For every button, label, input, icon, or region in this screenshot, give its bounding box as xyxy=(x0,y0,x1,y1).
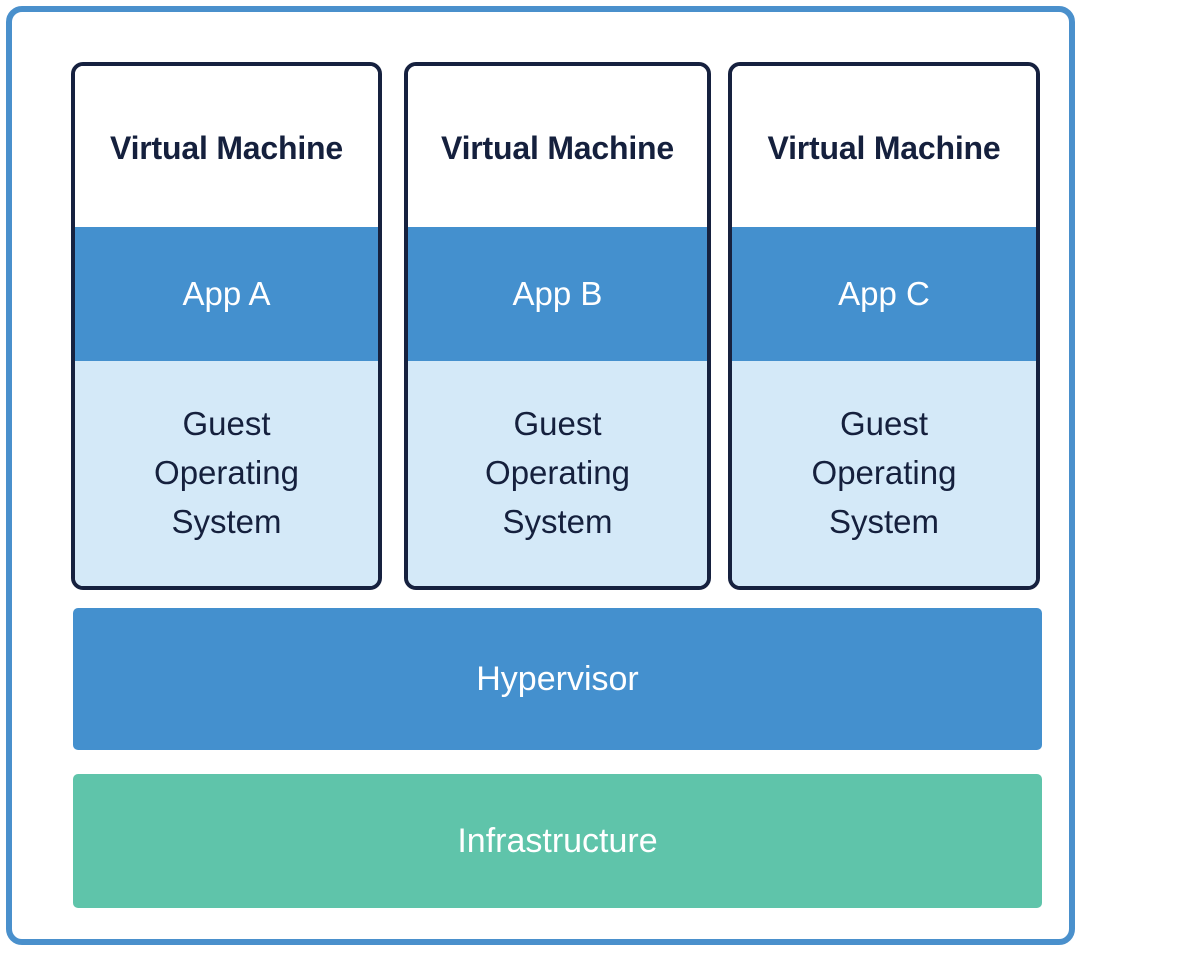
virtual-machine-row: Virtual Machine App A Guest Operating Sy… xyxy=(71,62,1040,590)
infrastructure-layer[interactable]: Infrastructure xyxy=(73,774,1042,908)
vm-2-guest-os-line-3: System xyxy=(502,502,613,540)
vm-2-title: Virtual Machine xyxy=(408,66,707,227)
vm-3-app-layer: App C xyxy=(732,227,1036,361)
vm-1-guest-os-line-3: System xyxy=(171,502,282,540)
vm-1-guest-os-line-1: Guest xyxy=(182,405,271,443)
vm-2-guest-os-line-2: Operating xyxy=(485,454,630,492)
vm-1-app-layer: App A xyxy=(75,227,378,361)
vm-1-guest-os-layer: Guest Operating System xyxy=(75,361,378,586)
virtual-machine-box-2[interactable]: Virtual Machine App B Guest Operating Sy… xyxy=(404,62,711,590)
vm-1-title: Virtual Machine xyxy=(75,66,378,227)
vm-3-guest-os-line-2: Operating xyxy=(811,454,957,492)
diagram-outer-frame: Virtual Machine App A Guest Operating Sy… xyxy=(6,6,1075,945)
vm-2-app-layer: App B xyxy=(408,227,707,361)
vm-2-guest-os-line-1: Guest xyxy=(513,405,602,443)
hypervisor-label: Hypervisor xyxy=(476,659,639,698)
vm-3-guest-os-layer: Guest Operating System xyxy=(732,361,1036,586)
vm-3-guest-os-line-1: Guest xyxy=(839,405,929,443)
vm-2-guest-os-layer: Guest Operating System xyxy=(408,361,707,586)
vm-3-guest-os-line-3: System xyxy=(828,502,940,540)
infrastructure-label: Infrastructure xyxy=(457,821,658,860)
vm-3-title: Virtual Machine xyxy=(732,66,1036,227)
vm-1-guest-os-line-2: Operating xyxy=(154,454,299,492)
virtual-machine-box-3[interactable]: Virtual Machine App C Guest Operating Sy… xyxy=(728,62,1040,590)
hypervisor-layer[interactable]: Hypervisor xyxy=(73,608,1042,750)
virtual-machine-box-1[interactable]: Virtual Machine App A Guest Operating Sy… xyxy=(71,62,382,590)
